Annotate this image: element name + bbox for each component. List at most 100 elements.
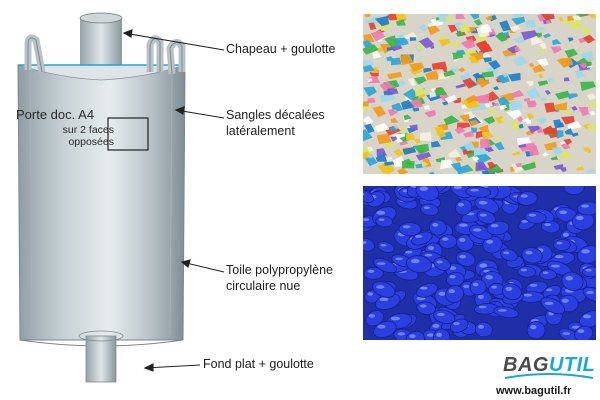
plastic-flake bbox=[403, 114, 412, 121]
plastic-flake bbox=[502, 31, 509, 37]
plastic-flake bbox=[431, 140, 441, 148]
pellet-highlight bbox=[555, 255, 564, 259]
plastic-flake bbox=[368, 22, 377, 30]
pellet-highlight bbox=[436, 260, 443, 264]
plastic-flake bbox=[473, 147, 488, 156]
plastic-flake bbox=[399, 136, 407, 142]
plastic-flake bbox=[512, 56, 528, 67]
plastic-flake bbox=[564, 48, 578, 58]
pellet-highlight bbox=[478, 305, 487, 309]
plastic-flake bbox=[522, 117, 531, 123]
plastic-flake bbox=[589, 111, 596, 116]
plastic-flake bbox=[583, 146, 591, 152]
pellet-highlight bbox=[473, 228, 482, 232]
pellet-highlight bbox=[367, 292, 374, 296]
plastic-flake bbox=[415, 87, 428, 97]
plastic-flake bbox=[547, 77, 554, 83]
plastic-pellet bbox=[377, 241, 395, 253]
pellet-highlight bbox=[363, 218, 370, 221]
pocket-title: Porte doc. A4 bbox=[16, 107, 95, 122]
plastic-flake bbox=[544, 90, 551, 95]
plastic-flake bbox=[494, 115, 506, 124]
plastic-flake bbox=[493, 86, 499, 91]
plastic-flake bbox=[418, 24, 428, 32]
plastic-flakes-image bbox=[363, 14, 596, 174]
plastic-flake bbox=[556, 57, 573, 68]
plastic-flake bbox=[370, 30, 386, 42]
plastic-flake bbox=[502, 73, 509, 78]
plastic-flake bbox=[498, 32, 506, 39]
logo-part-1: BAG bbox=[503, 354, 549, 376]
plastic-flake bbox=[545, 19, 551, 24]
plastic-flake bbox=[409, 37, 417, 41]
pellet-highlight bbox=[453, 322, 460, 326]
pellet-highlight bbox=[542, 271, 549, 275]
plastic-flake bbox=[561, 116, 575, 125]
plastic-flake bbox=[571, 105, 578, 111]
plastic-flake bbox=[481, 130, 494, 139]
plastic-flake bbox=[429, 92, 438, 98]
plastic-flake bbox=[520, 162, 537, 171]
plastic-flake bbox=[579, 62, 588, 69]
plastic-flake bbox=[540, 97, 548, 102]
plastic-flake bbox=[395, 14, 408, 21]
plastic-flake bbox=[364, 123, 375, 134]
plastic-flake bbox=[525, 86, 541, 99]
plastic-flake bbox=[434, 87, 448, 97]
plastic-flake bbox=[440, 159, 456, 170]
plastic-flake bbox=[405, 133, 416, 141]
plastic-flake bbox=[526, 113, 535, 120]
plastic-flake bbox=[402, 161, 415, 169]
plastic-flake bbox=[543, 33, 552, 39]
plastic-flake bbox=[391, 102, 403, 110]
plastic-pellet bbox=[563, 186, 585, 196]
plastic-flake bbox=[423, 67, 433, 73]
pellet-highlight bbox=[442, 237, 449, 241]
plastic-flake bbox=[552, 39, 562, 45]
plastic-flake bbox=[382, 164, 395, 174]
plastic-flake bbox=[525, 129, 535, 136]
plastic-pellet bbox=[438, 234, 458, 249]
pellet-highlight bbox=[376, 210, 386, 215]
pocket-subtitle: sur 2 faces opposées bbox=[40, 124, 114, 148]
plastic-flake bbox=[364, 16, 379, 27]
plastic-flake bbox=[506, 109, 523, 120]
plastic-flake bbox=[459, 114, 470, 123]
plastic-flake bbox=[467, 100, 481, 109]
plastic-pellet bbox=[553, 239, 571, 251]
pellet-highlight bbox=[410, 259, 420, 264]
plastic-flake bbox=[580, 81, 596, 91]
pellet-highlight bbox=[379, 297, 389, 302]
plastic-flake bbox=[586, 168, 596, 174]
website-link[interactable]: www.bagutil.fr bbox=[496, 385, 572, 397]
plastic-flake bbox=[500, 117, 508, 122]
pellet-highlight bbox=[380, 244, 387, 247]
pellet-highlight bbox=[544, 223, 551, 227]
pellet-highlight bbox=[562, 232, 569, 237]
plastic-pellet bbox=[469, 279, 487, 296]
plastic-pellet bbox=[576, 201, 596, 216]
plastic-flake bbox=[402, 146, 417, 155]
pellet-highlight bbox=[545, 288, 553, 292]
plastic-flake bbox=[539, 42, 547, 49]
plastic-flake bbox=[436, 34, 445, 40]
plastic-flake bbox=[397, 167, 409, 174]
pellet-highlight bbox=[453, 186, 462, 190]
pellet-highlight bbox=[432, 222, 439, 227]
plastic-flake bbox=[488, 147, 495, 153]
plastic-flake bbox=[475, 40, 491, 52]
plastic-flake bbox=[379, 81, 395, 92]
plastic-pellet bbox=[373, 257, 397, 274]
plastic-flake bbox=[511, 16, 526, 25]
plastic-flake bbox=[508, 72, 521, 82]
plastic-flake bbox=[537, 14, 546, 22]
pellet-highlight bbox=[459, 254, 467, 259]
plastic-flake bbox=[414, 163, 423, 169]
pellet-highlight bbox=[472, 282, 479, 287]
pellet-highlight bbox=[459, 237, 466, 242]
plastic-flake bbox=[443, 115, 460, 126]
plastic-flake bbox=[488, 60, 501, 70]
pellet-highlight bbox=[585, 268, 592, 272]
plastic-flake bbox=[389, 126, 397, 132]
